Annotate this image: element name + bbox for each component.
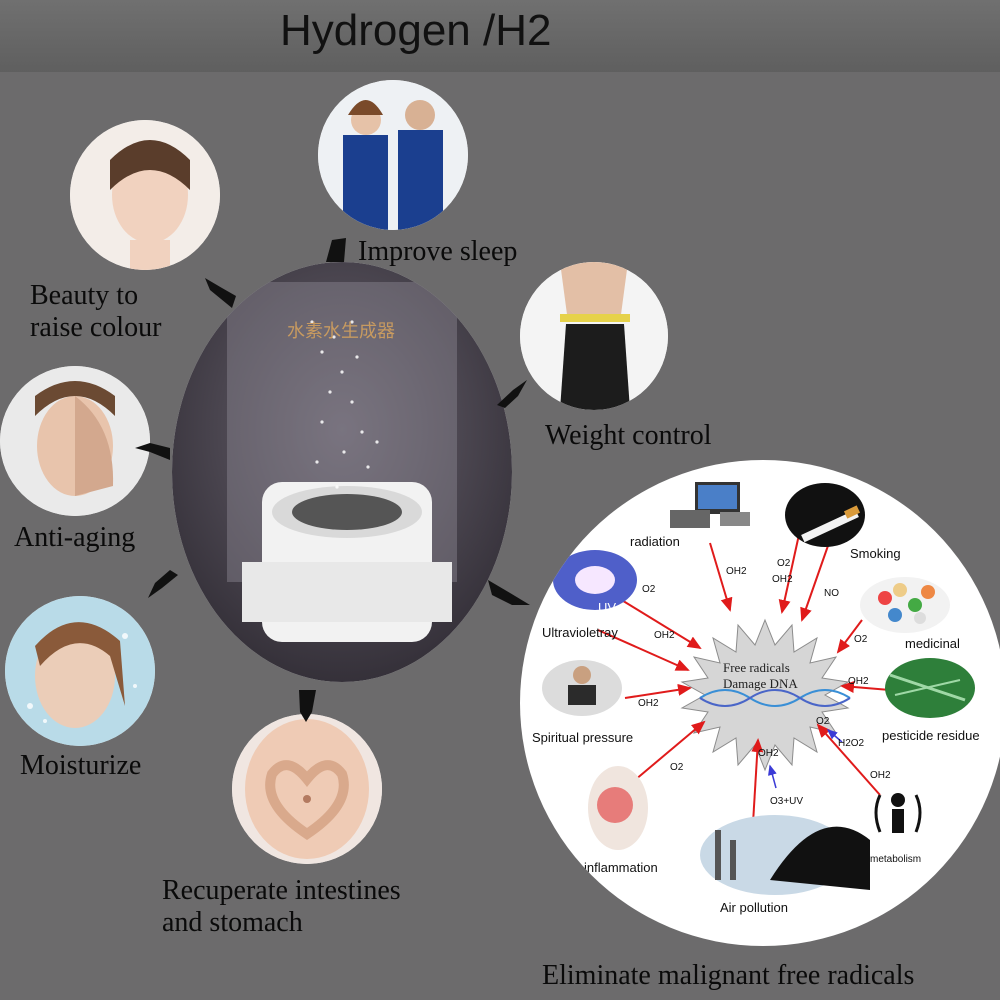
- air-pollution-icon: [700, 815, 870, 895]
- source-metabolism: metabolism: [870, 854, 922, 865]
- dna-helix: [699, 689, 851, 707]
- weight-photo: [520, 262, 668, 410]
- chem-oh2-radiation: OH2: [726, 566, 747, 577]
- chem-h2o2-metab: H2O2: [838, 738, 865, 749]
- free-radicals-diagram: Free radicals Damage DNA radiation Smoki…: [520, 460, 1000, 946]
- chem-oh2-pesticide: OH2: [848, 676, 869, 687]
- pesticide-icon: [885, 658, 975, 718]
- intestines-photo: [232, 714, 382, 864]
- source-radiation: radiation: [630, 534, 680, 549]
- arrow-sleep: [326, 238, 346, 262]
- chem-oh2-spiritual: OH2: [638, 698, 659, 709]
- radicals-label: Eliminate malignant free radicals: [542, 960, 915, 991]
- source-spiritual: Spiritual pressure: [532, 730, 634, 745]
- chem-o2-smoking: O2: [777, 558, 791, 569]
- source-airpollution: Air pollution: [720, 900, 788, 915]
- arrow-weight: [497, 380, 527, 408]
- cigarette-icon: [785, 483, 865, 547]
- source-medicinal: medicinal: [905, 636, 960, 651]
- inflammation-icon: [588, 766, 648, 850]
- pills-icon: [860, 577, 950, 633]
- antiaging-photo: [0, 366, 150, 516]
- beauty-photo: [70, 120, 220, 270]
- chem-o2-metab: O2: [816, 716, 830, 727]
- source-inflammation: inflammation: [584, 860, 658, 875]
- chem-oh2-ultraviolet: OH2: [654, 630, 675, 641]
- source-pesticide: pesticide residue: [882, 728, 980, 743]
- free-radical-starburst: [680, 618, 850, 772]
- uv-icon: [553, 550, 637, 610]
- antiaging-label: Anti-aging: [14, 522, 136, 553]
- arrow-moisturize: [148, 570, 178, 598]
- sleep-photo: [318, 80, 468, 230]
- stress-icon: [542, 660, 622, 716]
- arrow-antiaging: [135, 443, 170, 460]
- weight-label: Weight control: [545, 420, 712, 451]
- moisturize-photo: [5, 596, 155, 746]
- chem-oh2-metab: OH2: [870, 770, 891, 781]
- chem-no-smoking: NO: [824, 588, 839, 599]
- header-band: [0, 0, 1000, 72]
- hydrogen-generator-photo: 水素水生成器: [172, 262, 512, 682]
- device-text: 水素水生成器: [287, 321, 395, 342]
- center-damage-dna: Damage DNA: [723, 676, 798, 691]
- chem-oh2-air: OH2: [758, 748, 779, 759]
- metabolism-icon: [874, 793, 922, 833]
- page-title: Hydrogen /H2: [280, 6, 552, 55]
- moisturize-label: Moisturize: [20, 750, 142, 781]
- radiation-icon: [670, 482, 750, 528]
- chem-o2-medicinal: O2: [854, 634, 868, 645]
- beauty-label: Beauty to raise colour: [30, 280, 162, 343]
- chem-o2-uv: O2: [642, 584, 656, 595]
- source-smoking: Smoking: [850, 546, 901, 561]
- sleep-label: Improve sleep: [358, 236, 518, 267]
- arrow-radicals: [488, 580, 530, 605]
- intestines-label: Recuperate intestines and stomach: [162, 875, 401, 938]
- arrow-intestines: [299, 690, 316, 722]
- chem-o3uv-air: O3+UV: [770, 796, 804, 807]
- source-ultraviolet: Ultravioletray: [542, 625, 618, 640]
- chem-oh2-smoking: OH2: [772, 574, 793, 585]
- source-uv: UV: [598, 600, 617, 615]
- chem-o2-inflammation: O2: [670, 762, 684, 773]
- center-free-radicals: Free radicals: [723, 660, 790, 675]
- arrow-beauty: [205, 278, 236, 308]
